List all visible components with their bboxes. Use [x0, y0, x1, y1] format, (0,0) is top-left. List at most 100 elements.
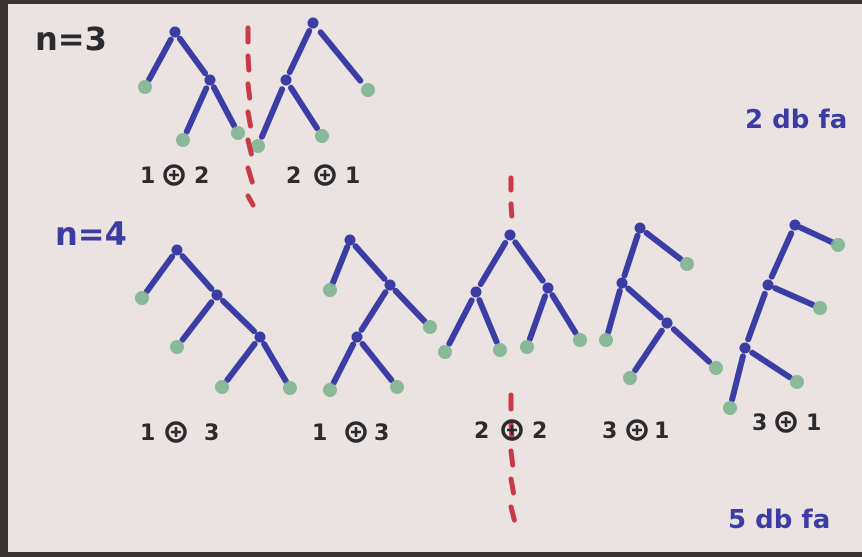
- tree-leaf: [623, 371, 637, 385]
- tree-node: [254, 331, 266, 343]
- tree-node: [280, 74, 292, 86]
- tree-edge: [330, 341, 357, 386]
- oplus-icon: [165, 421, 187, 443]
- oplus-icon: [345, 421, 367, 443]
- red-dash: [245, 81, 253, 101]
- red-dash: [245, 165, 255, 185]
- tree-leaf: [493, 343, 507, 357]
- tree-edge: [358, 289, 389, 333]
- tree-edge: [179, 253, 215, 292]
- tree-drawings: [135, 17, 845, 415]
- tree-node: [169, 26, 181, 38]
- red-dash: [245, 137, 254, 157]
- tree-edge: [772, 285, 816, 308]
- tree-node: [616, 277, 628, 289]
- tree-leaf: [323, 383, 337, 397]
- label-right: 1: [345, 164, 360, 189]
- tree-node: [204, 74, 216, 86]
- tree-edge: [224, 341, 258, 383]
- tree-edge: [745, 290, 768, 343]
- red-dash: [508, 201, 515, 219]
- tree-node: [634, 222, 646, 234]
- tree-edge: [329, 244, 351, 286]
- tree-leaf: [231, 126, 245, 140]
- oplus-icon: [775, 411, 797, 433]
- tree-leaf: [831, 238, 845, 252]
- tree-node: [504, 229, 516, 241]
- tree-node: [661, 317, 673, 329]
- tree-edge: [146, 36, 174, 83]
- tree-edge: [143, 253, 176, 295]
- oplus-cross: [632, 425, 642, 435]
- tree-edge: [476, 297, 500, 345]
- label-left: 2: [286, 164, 301, 189]
- tree-n4-1: [135, 244, 297, 395]
- label-right: 1: [654, 419, 669, 444]
- tree-edge: [446, 297, 475, 347]
- label-n4-tree1: 1 3: [140, 421, 219, 446]
- label-right: 2: [194, 164, 209, 189]
- tree-edge: [258, 86, 286, 140]
- oplus-cross: [507, 425, 517, 435]
- tree-edge: [749, 349, 793, 381]
- tree-edge: [286, 27, 313, 76]
- label-right: 2: [532, 419, 547, 444]
- tree-n4-3: [438, 229, 587, 359]
- red-dash: [245, 109, 254, 129]
- tree-edge: [210, 84, 238, 129]
- tree-edge: [183, 85, 210, 135]
- tree-n3-1: [138, 26, 245, 147]
- red-dash: [245, 53, 252, 73]
- tree-leaf: [709, 361, 723, 375]
- label-n4-tree4: 3 1: [602, 419, 669, 444]
- tree-leaf: [315, 129, 329, 143]
- oplus-icon: [626, 419, 648, 441]
- tree-edge: [729, 353, 746, 403]
- tree-node: [351, 331, 363, 343]
- label-left: 3: [752, 411, 767, 436]
- tree-leaf: [680, 257, 694, 271]
- tree-edge: [317, 29, 364, 84]
- tree-edge: [605, 287, 623, 336]
- tree-node: [307, 17, 319, 29]
- divider-n4-top: [508, 175, 515, 219]
- tree-n4-2: [323, 234, 437, 397]
- paper-left-edge: [0, 0, 8, 557]
- tree-edge: [798, 224, 835, 246]
- tree-leaf: [723, 401, 737, 415]
- red-dash: [508, 504, 517, 523]
- label-right: 3: [374, 421, 389, 446]
- tree-edge: [768, 230, 795, 280]
- red-dash: [508, 476, 517, 496]
- tree-n3-2: [251, 17, 375, 153]
- tree-n4-4: [599, 222, 723, 385]
- tree-edge: [477, 239, 509, 288]
- tree-node: [470, 286, 482, 298]
- tree-leaf: [599, 333, 613, 347]
- label-left: 1: [140, 421, 155, 446]
- tree-node: [211, 289, 223, 301]
- tree-edge: [176, 35, 209, 77]
- tree-leaf: [573, 333, 587, 347]
- tree-edge: [288, 84, 320, 132]
- label-n3-tree1: 1 2: [140, 164, 209, 189]
- oplus-icon: [314, 164, 336, 186]
- tree-leaf: [170, 340, 184, 354]
- tree-edge: [670, 326, 713, 365]
- tree-leaf: [390, 380, 404, 394]
- tree-edge: [632, 327, 665, 374]
- tree-edge: [220, 297, 257, 335]
- tree-n4-5: [723, 219, 845, 415]
- paper-bottom-edge: [0, 552, 862, 557]
- tree-leaf: [520, 340, 534, 354]
- tree-node: [384, 279, 396, 291]
- tree-leaf: [138, 80, 152, 94]
- label-n4-tree3: 2 2: [474, 419, 547, 444]
- tree-edge: [621, 232, 641, 279]
- label-left: 1: [312, 421, 327, 446]
- label-n4-tree5: 3 1: [752, 411, 821, 436]
- label-left: 1: [140, 164, 155, 189]
- tree-edge: [625, 285, 664, 321]
- tree-edge: [549, 292, 579, 336]
- tree-node: [739, 342, 751, 354]
